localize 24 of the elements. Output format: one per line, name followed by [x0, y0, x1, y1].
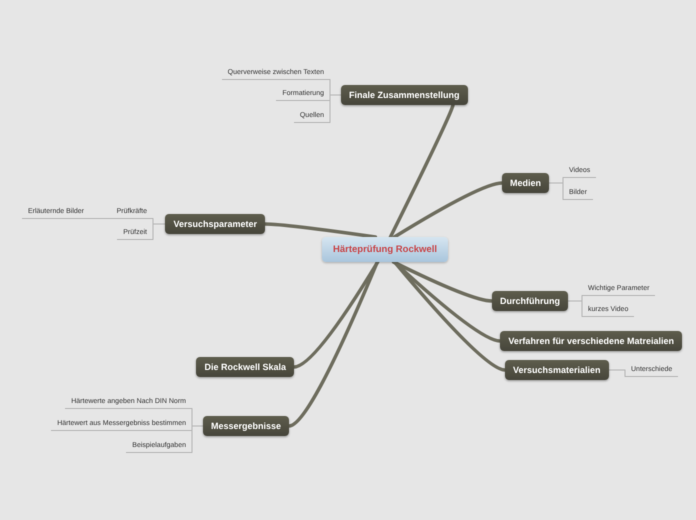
branch-line [392, 260, 494, 303]
branch-line [263, 222, 378, 239]
topic-box: Messergebnisse [202, 416, 289, 436]
branch-line [392, 181, 504, 239]
branch-line [392, 260, 502, 343]
topic-box: Die Rockwell Skala [196, 357, 294, 377]
connector-line [608, 370, 626, 377]
topic-box: Versuchsparameter [165, 214, 265, 234]
topic-box: Medien [502, 173, 550, 193]
topic-box: Versuchsmaterialien [505, 360, 609, 380]
topic-box: Durchführung [492, 291, 568, 311]
connector-line [548, 182, 564, 200]
topic-box: Finale Zusammenstellung [341, 85, 468, 105]
branch-line [287, 260, 380, 428]
branch-line [292, 260, 380, 369]
central-topic: Härteprüfung Rockwell [322, 237, 448, 262]
branch-line [392, 260, 507, 372]
connector-line [192, 426, 204, 453]
branch-line [388, 103, 455, 239]
connector-line [90, 218, 112, 219]
connector-line [330, 94, 342, 123]
connector-line [568, 300, 582, 317]
topic-box: Verfahren für verschiedene Matreialien [500, 331, 682, 351]
connector-line [152, 224, 166, 240]
